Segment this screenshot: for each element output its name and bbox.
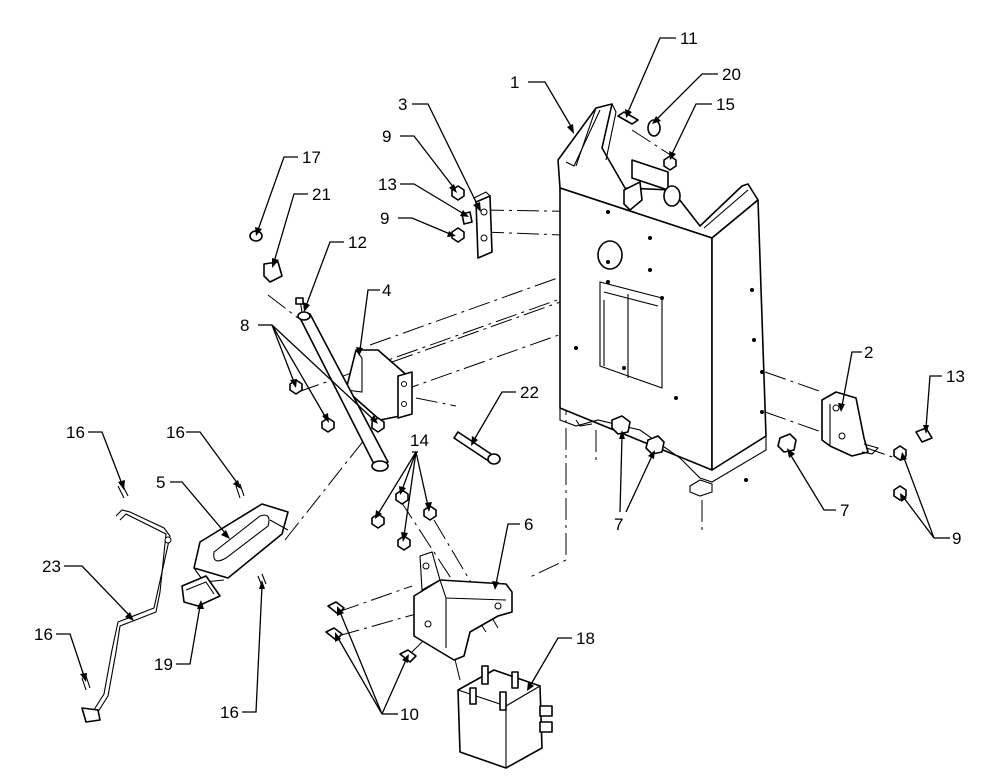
callout-6: 6 (524, 515, 533, 534)
callout-7-right: 7 (840, 501, 849, 520)
callout-5: 5 (156, 473, 165, 492)
pedal-arm-part-5 (193, 503, 289, 583)
callout-16-top: 16 (166, 423, 185, 442)
side-bracket-part-2 (821, 391, 880, 457)
lower-bracket-part-6 (413, 551, 513, 661)
callout-20: 20 (722, 65, 741, 84)
pedal-bracket-part-4 (345, 349, 413, 421)
callout-2: 2 (864, 343, 873, 362)
callout-14: 14 (410, 431, 429, 450)
callout-21: 21 (312, 185, 331, 204)
callout-3: 3 (398, 95, 407, 114)
callout-11: 11 (680, 29, 698, 48)
main-frame-part-1 (557, 103, 767, 497)
callout-15: 15 (716, 95, 735, 114)
callout-1: 1 (510, 73, 519, 92)
callout-23: 23 (42, 557, 61, 576)
callout-16-bottom: 16 (220, 703, 239, 722)
pedal-pad-part-19 (181, 575, 221, 607)
callout-4: 4 (382, 281, 391, 300)
pin-part-22 (453, 431, 501, 465)
shaft-part-12 (295, 297, 389, 472)
callout-7-left: 7 (614, 515, 623, 534)
callout-18: 18 (576, 629, 595, 648)
callout-12: 12 (348, 233, 367, 252)
callout-8: 8 (240, 316, 249, 335)
callout-labels: 1 2 3 4 5 6 7 7 8 9 9 9 10 11 12 13 13 1… (34, 29, 965, 724)
callout-leaders (56, 37, 950, 715)
callout-10: 10 (400, 705, 419, 724)
callout-9-lower: 9 (380, 209, 389, 228)
callout-22: 22 (520, 383, 539, 402)
callout-16-bottom-left: 16 (34, 625, 53, 644)
callout-9-right: 9 (952, 529, 961, 548)
mount-plate-part-3 (473, 191, 493, 259)
callout-9-upper: 9 (382, 127, 391, 146)
callout-13-left: 13 (378, 175, 397, 194)
callout-16-top-left: 16 (66, 423, 85, 442)
callout-13-right: 13 (946, 367, 965, 386)
linkage-rod-part-23 (81, 509, 172, 723)
reservoir-part-18 (457, 665, 553, 769)
callout-17: 17 (302, 148, 321, 167)
callout-19: 19 (154, 655, 173, 674)
